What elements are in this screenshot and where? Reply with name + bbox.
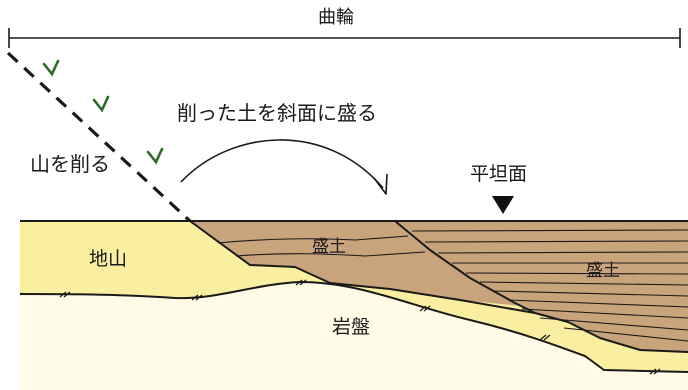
cut-mountain-label: 山を削る bbox=[30, 152, 110, 176]
fill-base-line bbox=[189, 220, 688, 353]
flat-surface-marker-icon bbox=[492, 196, 514, 214]
fill-right bbox=[395, 221, 688, 352]
kuruwa-label: 曲輪 bbox=[318, 7, 354, 28]
bedrock-ticks bbox=[59, 279, 661, 375]
fill-right-strata bbox=[411, 229, 688, 342]
action-label: 削った土を斜面に盛る bbox=[177, 101, 377, 125]
bedrock-label: 岩盤 bbox=[332, 316, 371, 338]
grass-marks bbox=[42, 59, 164, 165]
kuruwa-span bbox=[8, 28, 681, 48]
move-soil-arrowhead bbox=[373, 173, 388, 195]
grass-mark bbox=[146, 147, 164, 165]
grass-mark bbox=[92, 95, 110, 113]
fill-right-label: 盛土 bbox=[586, 261, 620, 281]
flat-surface-label: 平坦面 bbox=[470, 163, 528, 185]
bedrock-layer bbox=[20, 282, 688, 390]
fill-left bbox=[190, 221, 535, 313]
jiyama-label: 地山 bbox=[89, 248, 128, 270]
original-slope-line bbox=[394, 220, 536, 314]
original-mountain-dashed-line bbox=[6, 51, 192, 223]
fill-left-label: 盛土 bbox=[312, 237, 346, 257]
move-soil-arrow bbox=[180, 139, 384, 189]
grass-mark bbox=[42, 59, 60, 77]
fill-left-strata bbox=[217, 235, 426, 257]
